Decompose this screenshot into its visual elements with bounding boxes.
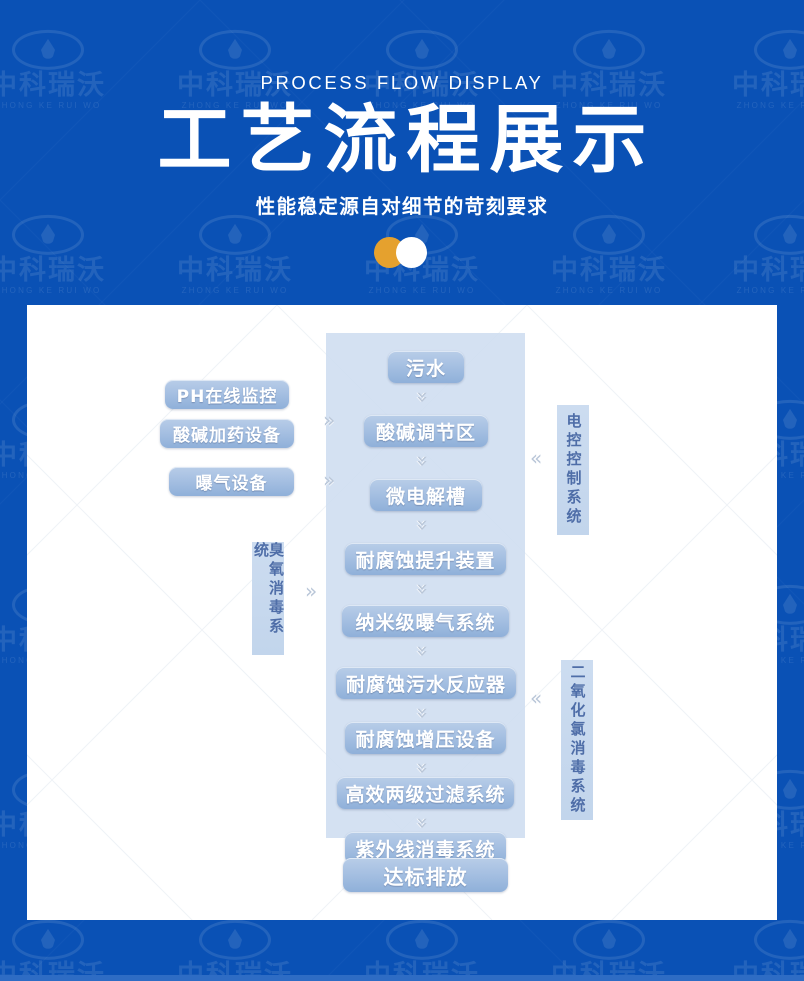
double-chevron-down-icon: » <box>411 454 436 468</box>
double-chevron-down-icon: » <box>411 518 436 532</box>
side-panel-electrical-control-label: 电控控制系统 <box>564 413 583 527</box>
white-circle-icon <box>396 236 427 268</box>
double-chevron-left-icon: » <box>530 446 543 470</box>
double-chevron-down-icon: » <box>411 706 436 720</box>
double-chevron-down-icon: » <box>411 816 436 830</box>
side-panel-chlorine-dioxide-label: 二氧化氯消毒系统 <box>568 664 587 816</box>
flow-node-4[interactable]: 纳米级曝气系统 <box>342 605 509 637</box>
flow-node-6[interactable]: 耐腐蚀增压设备 <box>345 722 506 754</box>
double-chevron-right-icon: » <box>305 579 318 603</box>
droplet-oval-logo-icon <box>199 919 271 960</box>
double-chevron-down-icon: » <box>411 390 436 404</box>
droplet-oval-logo-icon <box>12 919 84 960</box>
droplet-oval-logo-icon <box>573 919 645 960</box>
decorative-dots <box>0 236 804 271</box>
flow-node-3[interactable]: 耐腐蚀提升装置 <box>345 543 506 575</box>
flow-node-final[interactable]: 达标排放 <box>343 858 508 892</box>
double-chevron-left-icon: » <box>530 686 543 710</box>
flow-node-7[interactable]: 高效两级过滤系统 <box>337 777 514 809</box>
side-panel-ozone[interactable]: 臭氧消毒系统 <box>252 542 285 655</box>
side-panel-chlorine-dioxide[interactable]: 二氧化氯消毒系统 <box>561 660 593 820</box>
flow-node-0[interactable]: 污水 <box>388 351 464 383</box>
page-header: PROCESS FLOW DISPLAY 工艺流程展示 性能稳定源自对细节的苛刻… <box>0 0 804 305</box>
page-title: 工艺流程展示 <box>157 97 656 183</box>
double-chevron-right-icon: » <box>323 408 336 432</box>
double-chevron-down-icon: » <box>411 761 436 775</box>
header-eyebrow: PROCESS FLOW DISPLAY <box>260 72 544 93</box>
droplet-oval-logo-icon <box>386 919 458 960</box>
input-node-2[interactable]: 曝气设备 <box>169 467 294 496</box>
flow-node-5[interactable]: 耐腐蚀污水反应器 <box>336 667 516 699</box>
input-node-1[interactable]: 酸碱加药设备 <box>160 419 294 448</box>
flow-node-1[interactable]: 酸碱调节区 <box>364 415 488 447</box>
double-chevron-down-icon: » <box>411 644 436 658</box>
droplet-oval-logo-icon <box>754 919 804 960</box>
page-subtitle: 性能稳定源自对细节的苛刻要求 <box>255 194 549 218</box>
double-chevron-right-icon: » <box>323 468 336 492</box>
flow-node-2[interactable]: 微电解槽 <box>370 479 482 511</box>
input-node-0[interactable]: PH在线监控 <box>165 380 289 409</box>
side-panel-ozone-label: 臭氧消毒系统 <box>252 542 285 637</box>
process-flow-card: 污水 » 酸碱调节区 » 微电解槽 » 耐腐蚀提升装置 » 纳米级曝气系统 » … <box>27 305 777 920</box>
side-panel-electrical-control[interactable]: 电控控制系统 <box>557 405 589 535</box>
double-chevron-down-icon: » <box>411 582 436 596</box>
bottom-accent-strip <box>0 975 804 981</box>
